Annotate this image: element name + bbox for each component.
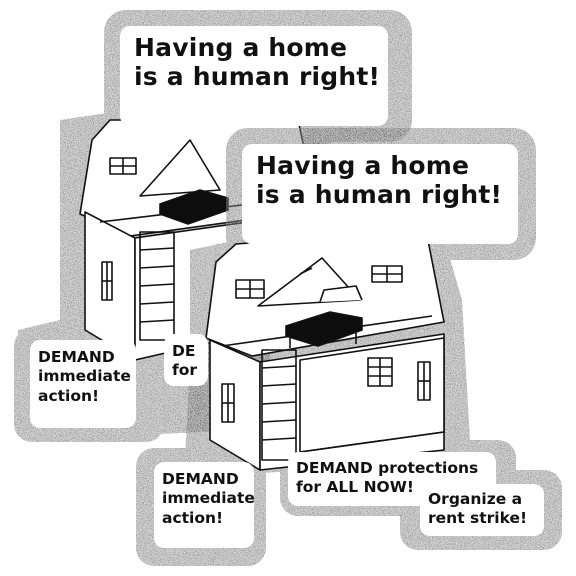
front-demand-action-line-3: action! bbox=[162, 508, 224, 527]
front-demand-protections-line-2: for ALL NOW! bbox=[296, 478, 414, 497]
front-demand-action-line-2: immediate bbox=[162, 489, 255, 508]
front-demand-action-line-1: DEMAND bbox=[162, 470, 239, 488]
front-rent-strike-line-2: rent strike! bbox=[428, 509, 528, 528]
front-headline-line-1: Having a home bbox=[256, 151, 470, 180]
front-demand-protections-line-1: DEMAND protections bbox=[296, 459, 479, 477]
front-headline-box: Having a home is a human right! bbox=[242, 144, 518, 244]
back-demand-action-line-1: DEMAND bbox=[38, 348, 115, 366]
front-demand-action-box: DEMAND immediate action! bbox=[154, 462, 255, 548]
back-demand-protections-line-1: DE bbox=[172, 342, 196, 360]
back-demand-action-box: DEMAND immediate action! bbox=[30, 340, 136, 428]
back-demand-protections-line-2: for bbox=[172, 361, 198, 380]
back-demand-protections-box: DE for bbox=[164, 334, 208, 386]
front-rent-strike-line-1: Organize a bbox=[428, 490, 523, 508]
back-demand-action-line-3: action! bbox=[38, 386, 100, 405]
back-demand-action-line-2: immediate bbox=[38, 367, 131, 386]
front-house-illustration bbox=[205, 229, 445, 471]
front-headline-line-2: is a human right! bbox=[256, 179, 503, 209]
back-headline-line-2: is a human right! bbox=[134, 61, 381, 91]
back-headline-line-1: Having a home bbox=[134, 33, 348, 62]
back-headline-box: Having a home is a human right! bbox=[120, 26, 388, 126]
front-demand-protections-box: DEMAND protections for ALL NOW! bbox=[288, 452, 496, 506]
front-rent-strike-box: Organize a rent strike! bbox=[420, 484, 544, 536]
